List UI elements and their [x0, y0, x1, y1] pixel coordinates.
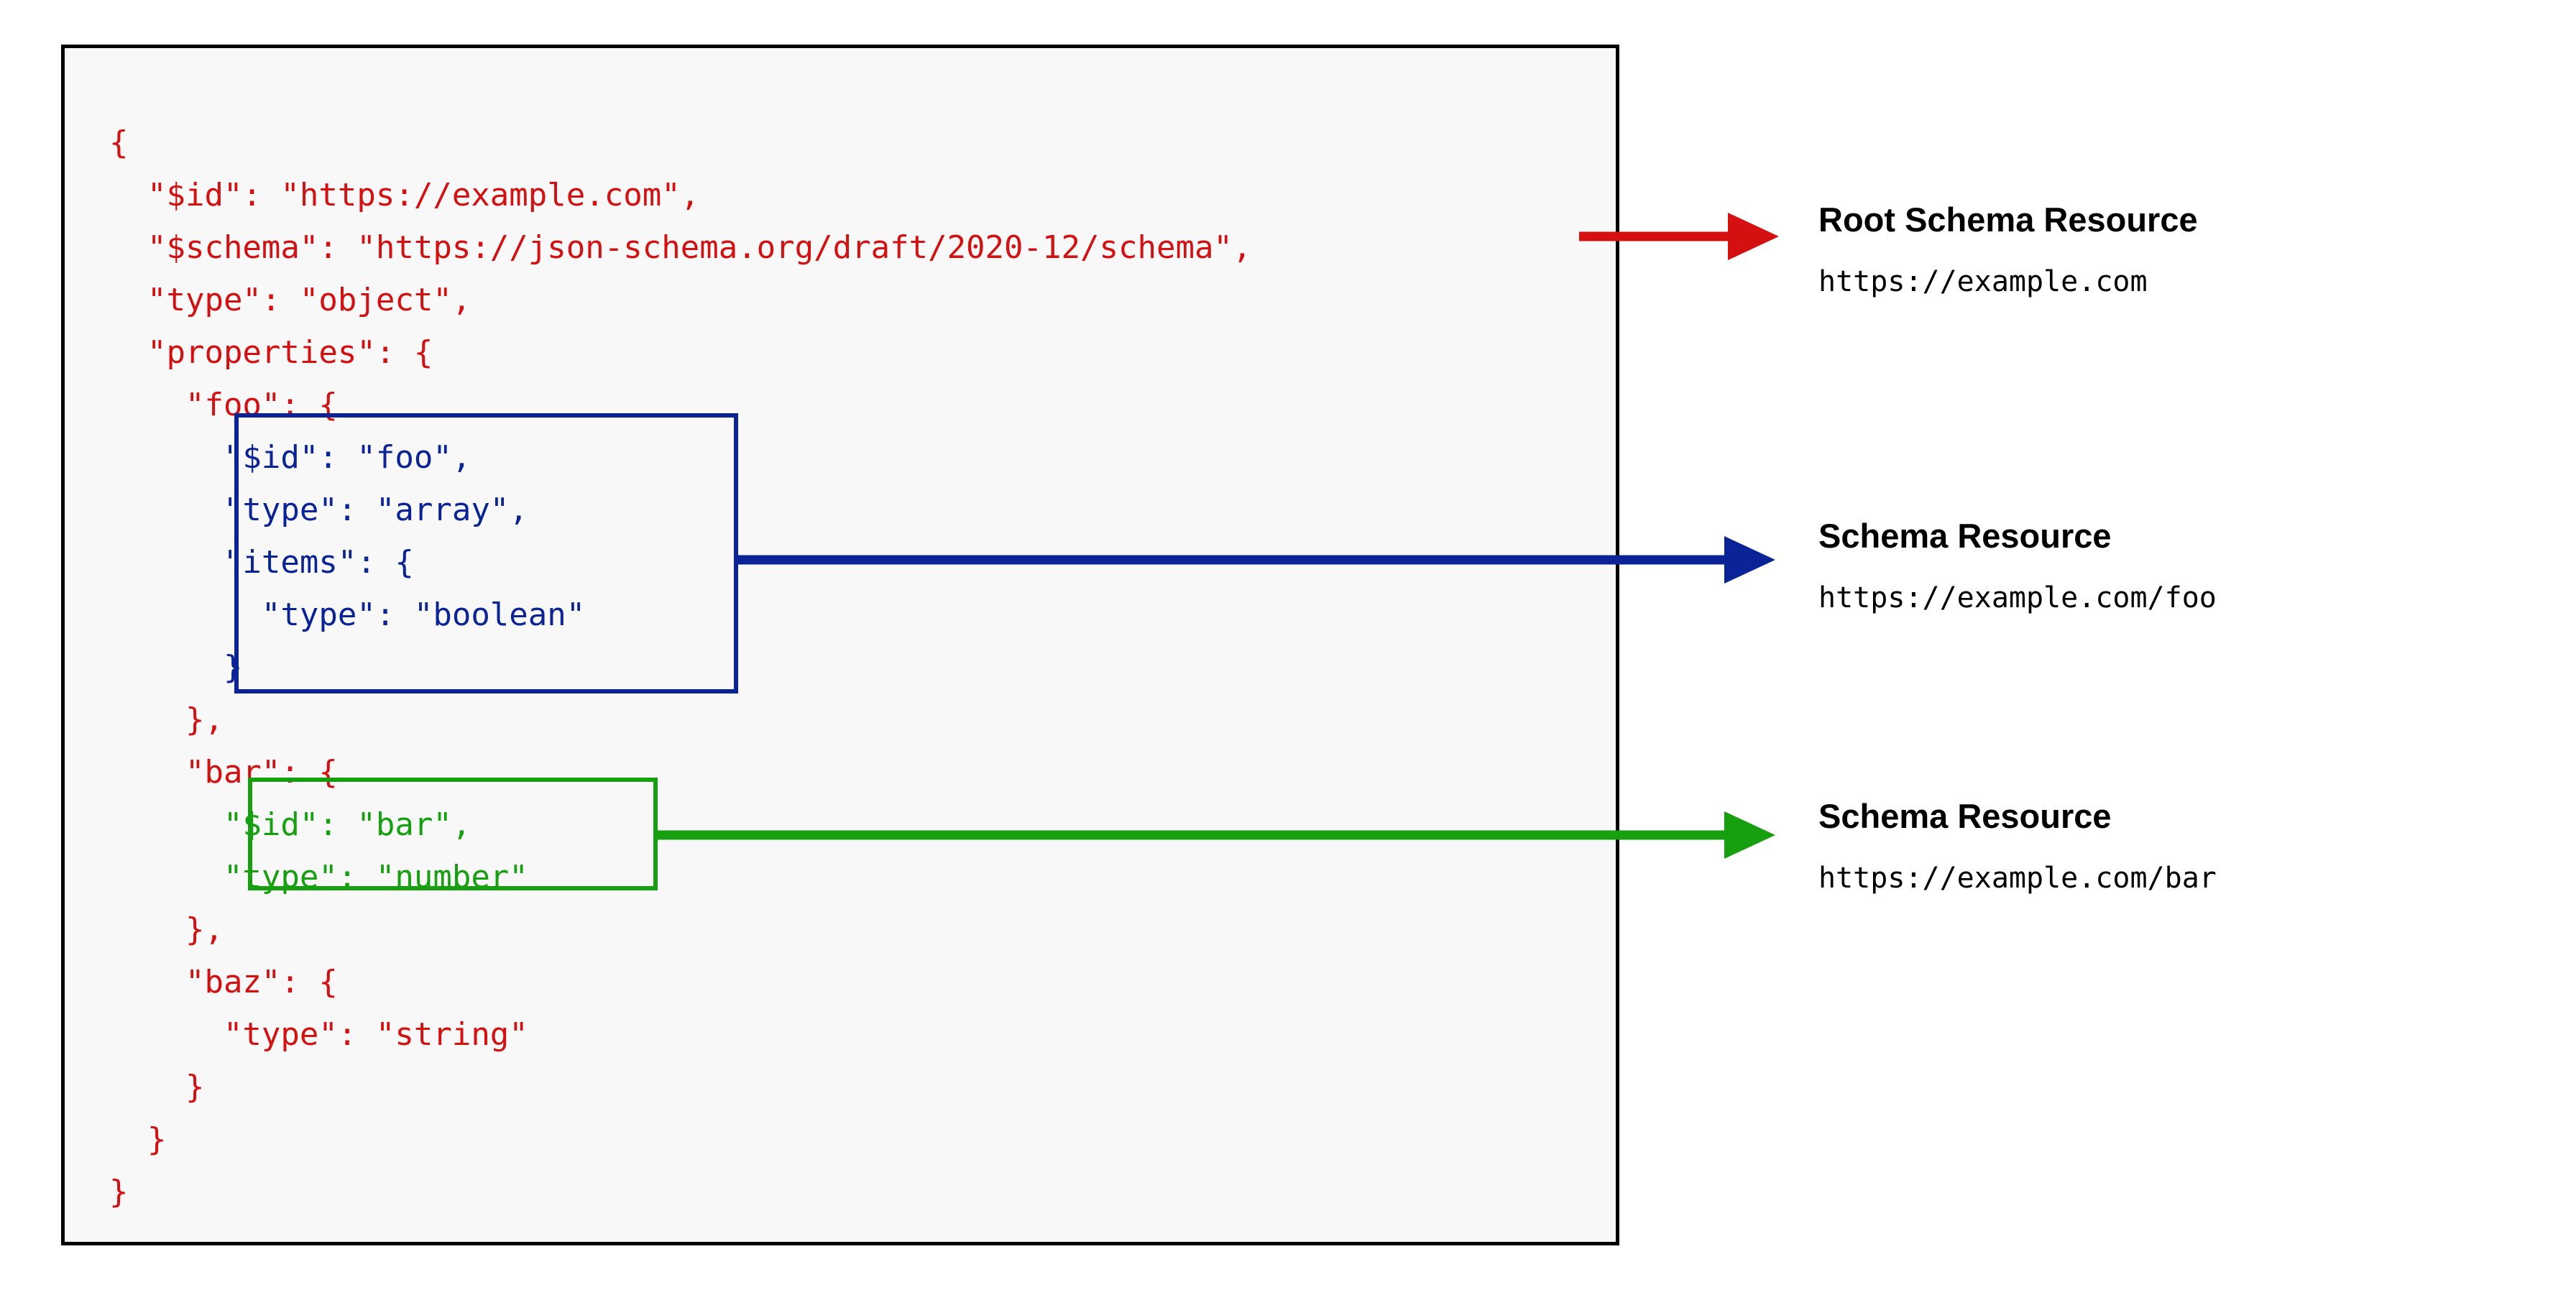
code-line: "$schema": "https://json-schema.org/draf…: [109, 229, 1252, 266]
code-line: },: [109, 911, 224, 948]
code-line: }: [109, 649, 243, 686]
annotation-bar-schema-resource: Schema Resource https://example.com/bar: [1818, 796, 2217, 895]
code-line: "foo": {: [109, 387, 338, 423]
annotation-root-schema-resource: Root Schema Resource https://example.com: [1818, 200, 2198, 299]
code-line: "items": {: [109, 544, 414, 581]
code-line: "baz": {: [109, 964, 338, 1000]
annotation-title: Root Schema Resource: [1818, 201, 2198, 239]
annotation-title: Schema Resource: [1818, 517, 2112, 555]
code-line: "type": "boolean": [109, 596, 586, 633]
code-line: {: [109, 124, 129, 161]
annotation-uri: https://example.com/foo: [1818, 581, 2217, 614]
code-line: "type": "object",: [109, 282, 472, 318]
annotation-uri: https://example.com: [1818, 265, 2148, 298]
code-line: "type": "string": [109, 1016, 528, 1053]
code-line: "type": "number": [109, 859, 528, 895]
code-line: "type": "array",: [109, 492, 528, 528]
annotation-uri: https://example.com/bar: [1818, 862, 2217, 895]
json-schema-code: { "$id": "https://example.com", "$schema…: [109, 116, 1251, 1218]
code-line: }: [109, 1069, 205, 1105]
code-line: "$id": "https://example.com",: [109, 177, 700, 213]
annotation-title: Schema Resource: [1818, 797, 2112, 835]
code-line: "properties": {: [109, 334, 433, 371]
code-line: "$id": "foo",: [109, 439, 472, 476]
json-schema-code-panel: { "$id": "https://example.com", "$schema…: [61, 45, 1619, 1245]
code-line: }: [109, 1174, 129, 1210]
annotation-foo-schema-resource: Schema Resource https://example.com/foo: [1818, 516, 2217, 615]
code-line: "$id": "bar",: [109, 806, 472, 843]
code-line: },: [109, 701, 224, 738]
code-line: }: [109, 1121, 167, 1158]
code-line: "bar": {: [109, 754, 338, 791]
